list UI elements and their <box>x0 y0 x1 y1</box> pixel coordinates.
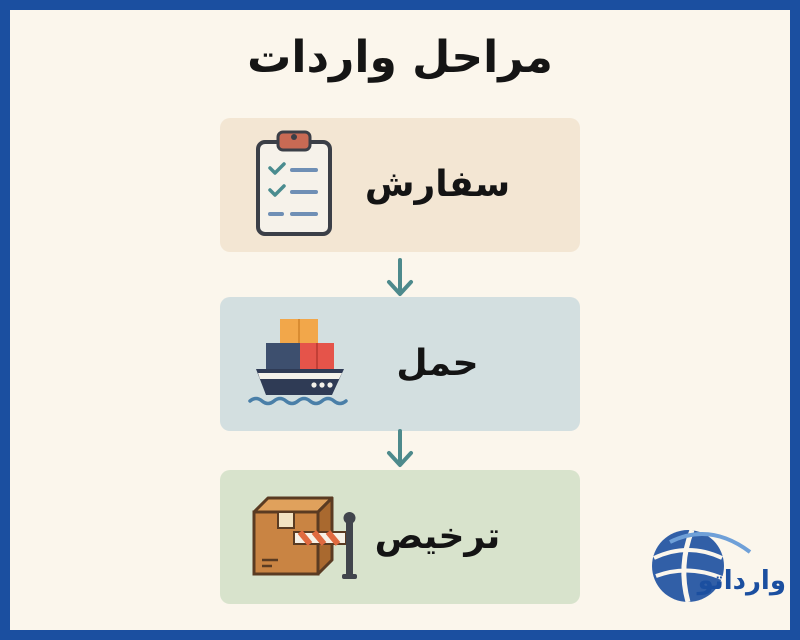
brand-name: وارداتو <box>697 566 786 596</box>
page-title: مراحل واردات <box>247 32 553 83</box>
cargo-ship-icon <box>248 319 348 406</box>
step-card-clearance: ترخیص <box>220 470 580 604</box>
step-label-clearance: ترخیص <box>374 516 501 557</box>
customs-box-barrier-icon <box>252 496 357 579</box>
step-label-order: سفارش <box>364 164 511 205</box>
arrow-down-icon <box>387 429 413 467</box>
page-frame: مراحل واردات سفارش <box>10 10 790 630</box>
step-card-shipping: حمل <box>220 297 580 431</box>
globe-logo-icon <box>652 529 752 603</box>
arrow-down-icon <box>387 258 413 296</box>
brand-logo: وارداتو <box>640 518 790 618</box>
step-card-order: سفارش <box>220 118 580 252</box>
clipboard-checklist-icon <box>256 130 332 236</box>
step-label-shipping: حمل <box>396 343 479 384</box>
